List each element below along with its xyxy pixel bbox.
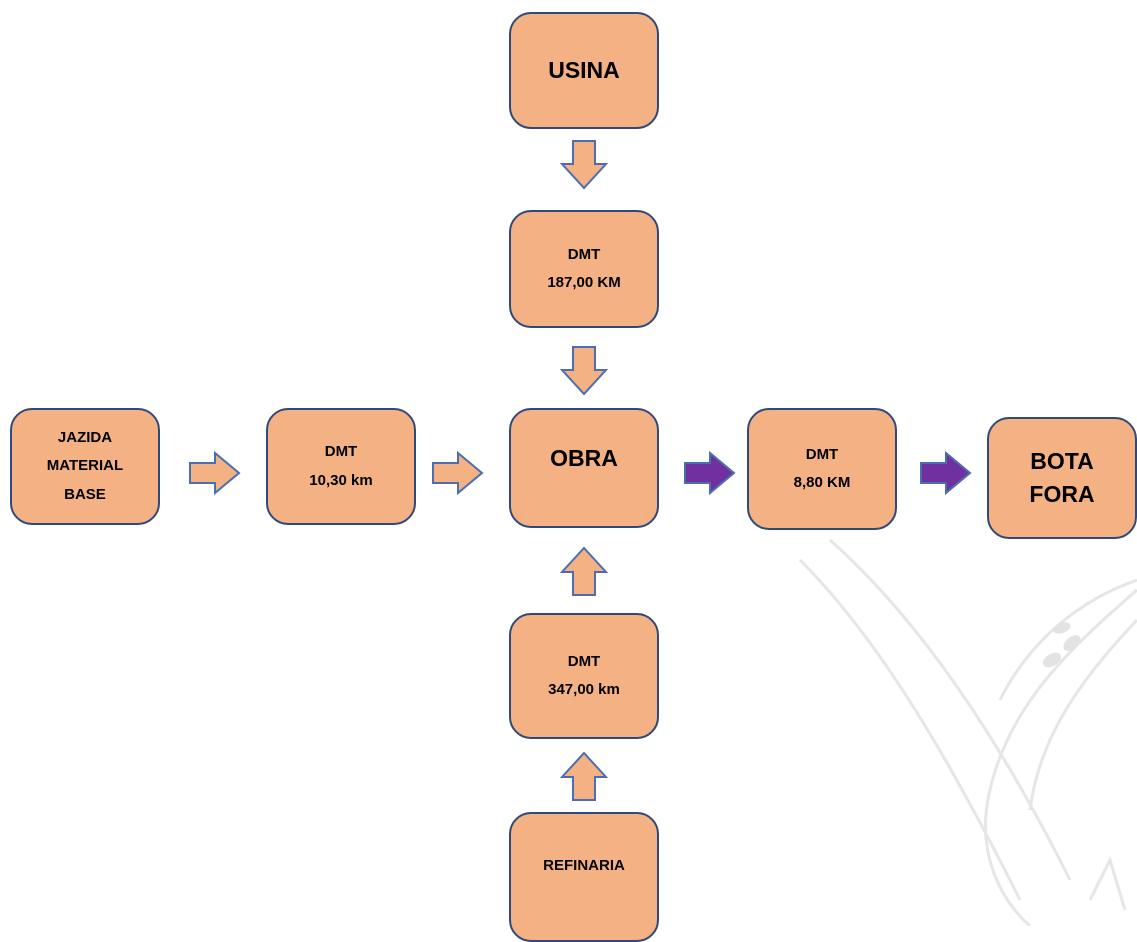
obra-box: OBRA <box>509 408 659 528</box>
dmt-bota-fora-box: DMT 8,80 KM <box>747 408 897 530</box>
dmt-usina-label: DMT 187,00 KM <box>547 245 621 292</box>
obra-label: OBRA <box>550 445 618 471</box>
arrow-right-icon <box>432 451 484 495</box>
bota-fora-label: BOTA FORA <box>1029 447 1095 507</box>
dmt-usina-box: DMT 187,00 KM <box>509 210 659 328</box>
usina-label: USINA <box>548 56 620 83</box>
arrow-right-icon <box>189 451 241 495</box>
arrow-up-icon <box>560 752 608 801</box>
bota-fora-box: BOTA FORA <box>987 417 1137 539</box>
jazida-label: JAZIDA MATERIAL BASE <box>46 428 124 503</box>
usina-box: USINA <box>509 12 659 129</box>
arrow-down-icon <box>560 140 608 190</box>
arrow-right-icon <box>920 451 972 495</box>
dmt-refinaria-label: DMT 347,00 km <box>548 652 620 699</box>
jazida-box: JAZIDA MATERIAL BASE <box>10 408 160 525</box>
refinaria-label: REFINARIA <box>543 857 625 874</box>
dmt-bota-fora-label: DMT 8,80 KM <box>793 445 851 492</box>
dmt-jazida-box: DMT 10,30 km <box>266 408 416 525</box>
refinaria-box: REFINARIA <box>509 812 659 942</box>
arrow-down-icon <box>560 346 608 396</box>
arrow-up-icon <box>560 547 608 596</box>
dmt-jazida-label: DMT 10,30 km <box>309 443 373 489</box>
arrow-right-icon <box>684 451 736 495</box>
dmt-refinaria-box: DMT 347,00 km <box>509 613 659 739</box>
